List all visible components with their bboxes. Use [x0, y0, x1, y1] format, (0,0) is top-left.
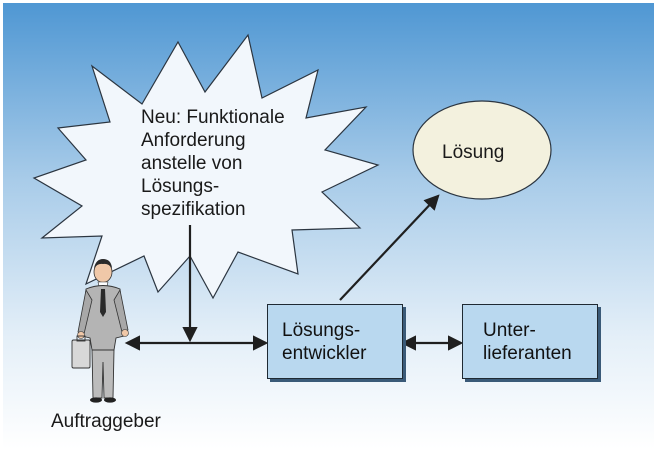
developer-solution-arrow	[339, 194, 440, 301]
burst-line-5: spezifikation	[141, 199, 246, 220]
requirement-burst-shape	[32, 33, 380, 300]
requirement-burst-label: Neu: Funktionale Anforderung anstelle vo…	[141, 106, 285, 221]
developer-label: Lösungs- entwickler	[268, 319, 402, 365]
subcontractor-box: Unter- lieferanten	[462, 304, 598, 379]
solution-ellipse	[412, 100, 552, 200]
burst-line-3: anstelle von	[141, 153, 243, 174]
client-person-icon	[71, 259, 129, 403]
burst-line-4: Lösungs-	[141, 176, 220, 197]
subcontractor-label: Unter- lieferanten	[463, 319, 597, 365]
developer-line-1: Lösungs-	[282, 319, 361, 341]
developer-line-2: entwickler	[282, 342, 367, 364]
subcontractor-line-1: Unter-	[483, 319, 536, 341]
burst-line-1: Neu: Funktionale	[141, 107, 285, 128]
developer-box: Lösungs- entwickler	[267, 304, 403, 379]
solution-label: Lösung	[442, 142, 505, 163]
client-label: Auftraggeber	[51, 411, 161, 432]
subcontractor-line-2: lieferanten	[483, 342, 572, 364]
burst-line-2: Anforderung	[141, 130, 246, 151]
